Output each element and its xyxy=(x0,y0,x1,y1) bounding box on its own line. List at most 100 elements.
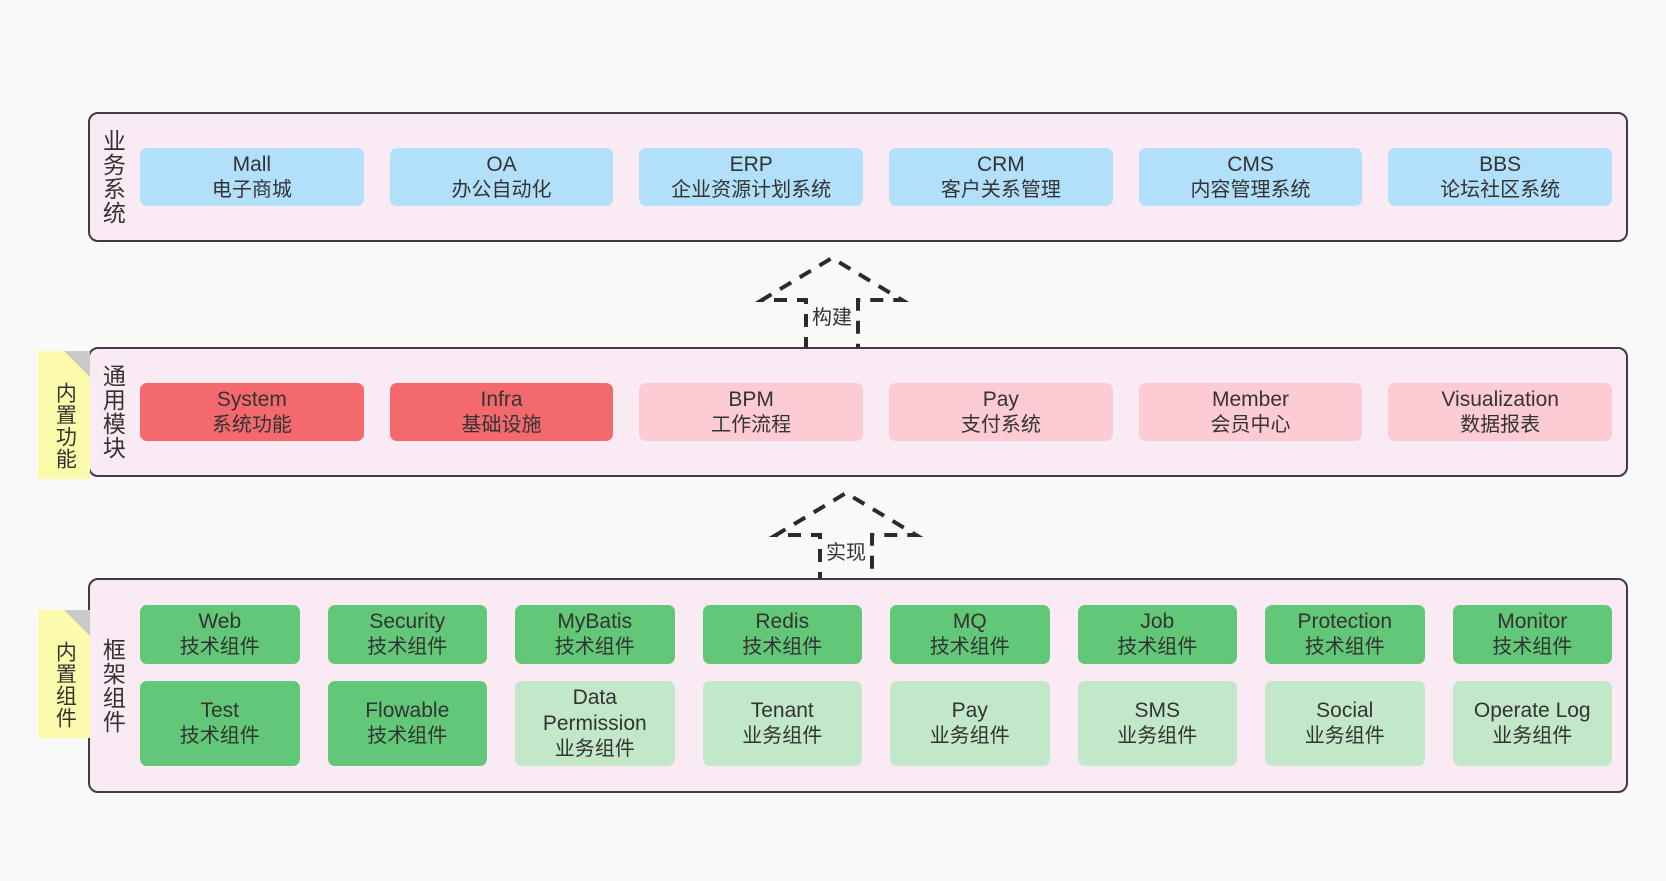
card-pay[interactable]: Pay 支付系统 xyxy=(889,382,1113,442)
card-protection[interactable]: Protection 技术组件 xyxy=(1265,605,1425,664)
card-subtitle: 数据报表 xyxy=(1460,413,1541,436)
card-title: Protection xyxy=(1297,610,1393,634)
card-title: CRM xyxy=(976,152,1025,176)
card-cms[interactable]: CMS 内容管理系统 xyxy=(1138,147,1363,207)
card-web[interactable]: Web 技术组件 xyxy=(140,605,300,664)
card-title: Member xyxy=(1212,387,1290,411)
layer-framework-components: 框架组件 Web 技术组件 Security 技术组件 MyBatis 技术组件… xyxy=(88,578,1628,793)
card-title: Mall xyxy=(232,152,272,176)
card-subtitle: 基础设施 xyxy=(461,413,542,436)
card-monitor[interactable]: Monitor 技术组件 xyxy=(1452,605,1612,664)
card-data-permission[interactable]: Data Permission 业务组件 xyxy=(515,680,675,766)
card-title: OA xyxy=(486,152,517,176)
card-title: BBS xyxy=(1479,152,1522,176)
card-title: MyBatis xyxy=(557,610,633,634)
card-subtitle: 技术组件 xyxy=(179,725,260,748)
card-sms[interactable]: SMS 业务组件 xyxy=(1077,680,1237,766)
card-visualization[interactable]: Visualization 数据报表 xyxy=(1388,382,1613,442)
card-subtitle: 业务组件 xyxy=(1492,725,1573,748)
card-subtitle: 技术组件 xyxy=(179,636,260,659)
card-mall[interactable]: Mall 电子商城 xyxy=(140,147,364,207)
card-pay-business[interactable]: Pay 业务组件 xyxy=(890,680,1050,766)
layer-common-modules-body: System 系统功能 Infra 基础设施 BPM 工作流程 Pay 支付系统… xyxy=(134,349,1626,475)
card-title: Job xyxy=(1140,610,1175,634)
card-title: Test xyxy=(200,699,239,722)
card-mybatis[interactable]: MyBatis 技术组件 xyxy=(515,605,675,664)
card-oa[interactable]: OA 办公自动化 xyxy=(389,147,614,207)
card-title: SMS xyxy=(1134,699,1180,722)
card-subtitle: 支付系统 xyxy=(960,413,1041,436)
card-system[interactable]: System 系统功能 xyxy=(140,382,364,442)
card-bbs[interactable]: BBS 论坛社区系统 xyxy=(1388,147,1613,207)
note-builtin-components: 内置组件 xyxy=(38,610,90,738)
card-member[interactable]: Member 会员中心 xyxy=(1138,382,1363,442)
card-subtitle: 技术组件 xyxy=(367,725,448,748)
generalization-arrow-icon xyxy=(768,490,924,585)
card-test[interactable]: Test 技术组件 xyxy=(140,680,300,766)
layer-framework-components-body: Web 技术组件 Security 技术组件 MyBatis 技术组件 Redi… xyxy=(134,580,1626,791)
card-subtitle: 技术组件 xyxy=(367,636,448,659)
layer-common-modules: 通用模块 System 系统功能 Infra 基础设施 BPM 工作流程 Pay… xyxy=(88,347,1628,477)
card-social[interactable]: Social 业务组件 xyxy=(1265,680,1425,766)
connector-implement: 实现 xyxy=(756,487,936,587)
card-subtitle: 企业资源计划系统 xyxy=(671,178,832,201)
card-crm[interactable]: CRM 客户关系管理 xyxy=(889,147,1113,207)
card-flowable[interactable]: Flowable 技术组件 xyxy=(327,680,487,766)
card-redis[interactable]: Redis 技术组件 xyxy=(702,605,862,664)
layer-common-modules-label: 通用模块 xyxy=(99,364,126,460)
card-subtitle: 内容管理系统 xyxy=(1190,178,1311,201)
card-title: Monitor xyxy=(1497,610,1568,634)
card-title: Tenant xyxy=(750,699,814,722)
card-subtitle: 办公自动化 xyxy=(451,178,552,201)
card-title: Pay xyxy=(982,387,1019,411)
card-infra[interactable]: Infra 基础设施 xyxy=(389,382,614,442)
card-subtitle: 业务组件 xyxy=(1304,725,1385,748)
layer-framework-components-label: 框架组件 xyxy=(99,637,126,734)
card-row: System 系统功能 Infra 基础设施 BPM 工作流程 Pay 支付系统… xyxy=(140,382,1613,442)
card-subtitle: 系统功能 xyxy=(211,413,292,436)
card-subtitle: 会员中心 xyxy=(1210,413,1291,436)
layer-business-systems-label: 业务系统 xyxy=(99,129,126,225)
note-fold-corner-icon xyxy=(64,610,90,636)
card-title: BPM xyxy=(728,387,774,411)
card-subtitle: 业务组件 xyxy=(1117,725,1198,748)
card-title: Security xyxy=(369,610,446,634)
card-subtitle: 电子商城 xyxy=(211,178,292,201)
card-row: Web 技术组件 Security 技术组件 MyBatis 技术组件 Redi… xyxy=(140,605,1612,664)
card-security[interactable]: Security 技术组件 xyxy=(327,605,487,664)
card-title: Redis xyxy=(755,610,810,634)
card-subtitle: 工作流程 xyxy=(711,413,792,436)
card-mq[interactable]: MQ 技术组件 xyxy=(890,605,1050,664)
card-title: Flowable xyxy=(365,699,450,722)
card-title: Infra xyxy=(480,387,523,411)
card-row: Mall 电子商城 OA 办公自动化 ERP 企业资源计划系统 CRM 客户关系… xyxy=(140,147,1613,207)
card-title: Web xyxy=(198,610,242,634)
card-subtitle: 技术组件 xyxy=(1304,636,1385,659)
card-operate-log[interactable]: Operate Log 业务组件 xyxy=(1452,680,1612,766)
card-title: System xyxy=(216,387,287,411)
card-title: Data Permission xyxy=(542,685,647,736)
card-title: Pay xyxy=(951,699,988,722)
layer-business-systems-body: Mall 电子商城 OA 办公自动化 ERP 企业资源计划系统 CRM 客户关系… xyxy=(134,114,1626,240)
card-subtitle: 技术组件 xyxy=(1492,636,1573,659)
note-builtin-features-label: 内置功能 xyxy=(53,382,77,470)
card-subtitle: 技术组件 xyxy=(742,636,823,659)
card-subtitle: 技术组件 xyxy=(554,636,635,659)
card-job[interactable]: Job 技术组件 xyxy=(1077,605,1237,664)
card-bpm[interactable]: BPM 工作流程 xyxy=(639,382,864,442)
card-title: Visualization xyxy=(1441,387,1559,411)
card-erp[interactable]: ERP 企业资源计划系统 xyxy=(639,147,864,207)
layer-business-systems: 业务系统 Mall 电子商城 OA 办公自动化 ERP 企业资源计划系统 CRM… xyxy=(88,112,1628,242)
generalization-arrow-icon xyxy=(754,255,910,350)
note-builtin-features: 内置功能 xyxy=(38,351,90,479)
card-subtitle: 客户关系管理 xyxy=(940,178,1061,201)
card-title: MQ xyxy=(952,610,987,634)
card-subtitle: 业务组件 xyxy=(554,738,635,761)
card-subtitle: 技术组件 xyxy=(1117,636,1198,659)
card-tenant[interactable]: Tenant 业务组件 xyxy=(702,680,862,766)
card-title: ERP xyxy=(729,152,773,176)
card-subtitle: 技术组件 xyxy=(929,636,1010,659)
card-subtitle: 业务组件 xyxy=(742,725,823,748)
card-title: Operate Log xyxy=(1473,699,1591,722)
